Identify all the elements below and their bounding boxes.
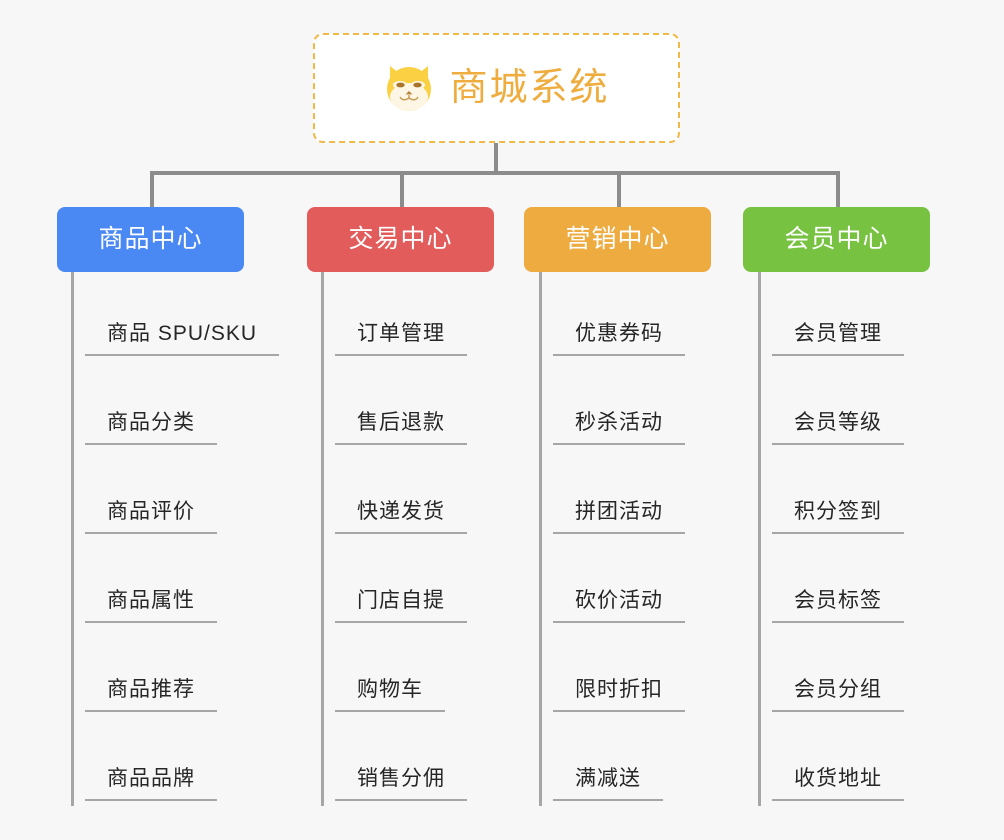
list-item[interactable]: 会员管理 [758,272,988,361]
leaf-label: 快递发货 [335,501,467,534]
list-item[interactable]: 砍价活动 [539,539,769,628]
category-box-trade-center[interactable]: 交易中心 [307,207,494,272]
leaf-label: 砍价活动 [553,590,685,623]
list-item[interactable]: 会员标签 [758,539,988,628]
root-title: 商城系统 [449,67,610,109]
connector-drop-1 [150,171,154,209]
list-item[interactable]: 限时折扣 [539,628,769,717]
leaf-column-member-center: 会员管理 会员等级 积分签到 会员标签 会员分组 收货地址 [758,272,988,806]
category-label: 交易中心 [348,225,453,253]
leaf-column-marketing-center: 优惠券码 秒杀活动 拼团活动 砍价活动 限时折扣 满减送 [539,272,769,806]
category-label: 会员中心 [784,225,889,253]
list-item[interactable]: 收货地址 [758,717,988,806]
leaf-label: 会员分组 [772,679,904,712]
list-item[interactable]: 商品推荐 [71,628,301,717]
list-item[interactable]: 秒杀活动 [539,361,769,450]
list-item[interactable]: 商品评价 [71,450,301,539]
leaf-label: 会员等级 [772,412,904,445]
leaf-label: 商品品牌 [85,768,217,801]
leaf-label: 收货地址 [772,768,904,801]
leaf-label: 商品 SPU/SKU [85,323,280,356]
leaf-label: 会员管理 [772,323,904,356]
category-box-product-center[interactable]: 商品中心 [57,207,244,272]
leaf-label: 商品属性 [85,590,217,623]
list-item[interactable]: 销售分佣 [321,717,551,806]
category-label: 商品中心 [98,225,203,253]
list-item[interactable]: 商品品牌 [71,717,301,806]
connector-drop-2 [400,171,404,209]
connector-horizontal-bus [150,171,840,175]
list-item[interactable]: 快递发货 [321,450,551,539]
leaf-label: 限时折扣 [553,679,685,712]
leaf-label: 订单管理 [335,323,467,356]
list-item[interactable]: 订单管理 [321,272,551,361]
category-box-marketing-center[interactable]: 营销中心 [524,207,711,272]
leaf-label: 会员标签 [772,590,904,623]
root-node[interactable]: 商城系统 [313,33,680,143]
leaf-label: 购物车 [335,679,445,712]
leaf-label: 商品评价 [85,501,217,534]
list-item[interactable]: 商品分类 [71,361,301,450]
list-item[interactable]: 会员分组 [758,628,988,717]
connector-drop-3 [617,171,621,209]
leaf-label: 积分签到 [772,501,904,534]
connector-drop-4 [836,171,840,209]
leaf-label: 商品分类 [85,412,217,445]
list-item[interactable]: 购物车 [321,628,551,717]
list-item[interactable]: 售后退款 [321,361,551,450]
category-label: 营销中心 [565,225,670,253]
list-item[interactable]: 积分签到 [758,450,988,539]
list-item[interactable]: 商品 SPU/SKU [71,272,301,361]
list-item[interactable]: 拼团活动 [539,450,769,539]
leaf-label: 商品推荐 [85,679,217,712]
leaf-label: 销售分佣 [335,768,467,801]
list-item[interactable]: 门店自提 [321,539,551,628]
leaf-label: 售后退款 [335,412,467,445]
leaf-column-trade-center: 订单管理 售后退款 快递发货 门店自提 购物车 销售分佣 [321,272,551,806]
list-item[interactable]: 会员等级 [758,361,988,450]
list-item[interactable]: 商品属性 [71,539,301,628]
shiba-dog-icon [383,62,435,114]
list-item[interactable]: 满减送 [539,717,769,806]
leaf-column-product-center: 商品 SPU/SKU 商品分类 商品评价 商品属性 商品推荐 商品品牌 [71,272,301,806]
list-item[interactable]: 优惠券码 [539,272,769,361]
leaf-label: 满减送 [553,768,663,801]
leaf-label: 门店自提 [335,590,467,623]
leaf-label: 拼团活动 [553,501,685,534]
connector-root-stem [494,143,498,173]
leaf-label: 秒杀活动 [553,412,685,445]
category-box-member-center[interactable]: 会员中心 [743,207,930,272]
leaf-label: 优惠券码 [553,323,685,356]
